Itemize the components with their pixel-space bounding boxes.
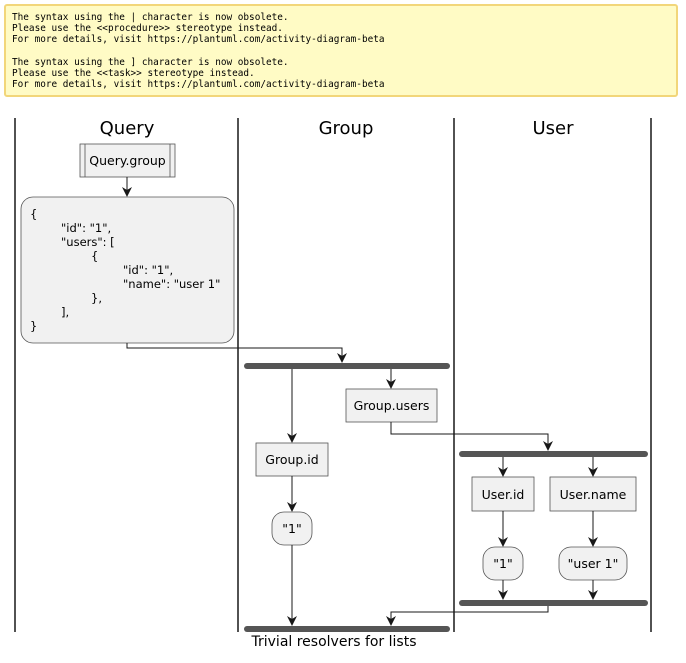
deprecation-warning-note: The syntax using the | character is now … <box>4 4 678 97</box>
flow-arrow <box>390 422 553 451</box>
user-id-label: User.id <box>482 487 525 502</box>
group-users-label: Group.users <box>354 398 430 413</box>
query-group-label: Query.group <box>89 153 166 168</box>
lane-title-query: Query <box>100 118 155 139</box>
json-line: } <box>30 319 37 333</box>
user-id-value-node: "1" <box>482 546 524 581</box>
flow-arrow <box>386 606 549 626</box>
join-bar <box>459 600 648 606</box>
group-id-activity: Group.id <box>255 442 329 477</box>
flow-arrow <box>126 343 347 363</box>
group-id-value-label: "1" <box>282 521 301 536</box>
user-name-label: User.name <box>560 487 627 502</box>
warning-line: Please use the <<task>> stereotype inste… <box>12 67 255 79</box>
user-name-value-label: "user 1" <box>568 556 619 571</box>
json-line: }, <box>91 291 102 305</box>
group-users-activity: Group.users <box>345 388 438 423</box>
json-line: ], <box>61 305 69 319</box>
warning-line: The syntax using the ] character is now … <box>12 56 289 68</box>
join-bar <box>244 626 450 632</box>
lane-title-group: Group <box>319 118 374 139</box>
warning-line: The syntax using the | character is now … <box>12 12 289 23</box>
json-line: "id": "1", <box>61 221 111 235</box>
group-id-value-node: "1" <box>271 511 313 546</box>
json-line: { <box>30 207 37 221</box>
user-id-value-label: "1" <box>493 556 512 571</box>
diagram-caption: Trivial resolvers for lists <box>251 634 417 650</box>
query-group-procedure: Query.group <box>79 143 176 178</box>
json-line: "id": "1", <box>123 263 173 277</box>
user-name-value-node: "user 1" <box>558 546 628 581</box>
lane-title-user: User <box>532 118 574 139</box>
warning-line: For more details, visit https://plantuml… <box>12 34 385 46</box>
json-result-box: { "id": "1", "users": [ { "id": "1", "na… <box>20 196 235 344</box>
user-id-activity: User.id <box>471 476 535 512</box>
warning-line: Please use the <<procedure>> stereotype … <box>12 23 283 35</box>
json-line: "name": "user 1" <box>123 277 220 291</box>
json-line: { <box>91 249 98 263</box>
user-name-activity: User.name <box>549 476 637 512</box>
json-line: "users": [ <box>61 235 115 249</box>
warning-line: For more details, visit https://plantuml… <box>12 79 385 91</box>
fork-bar <box>244 363 450 369</box>
group-id-label: Group.id <box>265 452 318 467</box>
fork-bar <box>459 451 648 457</box>
